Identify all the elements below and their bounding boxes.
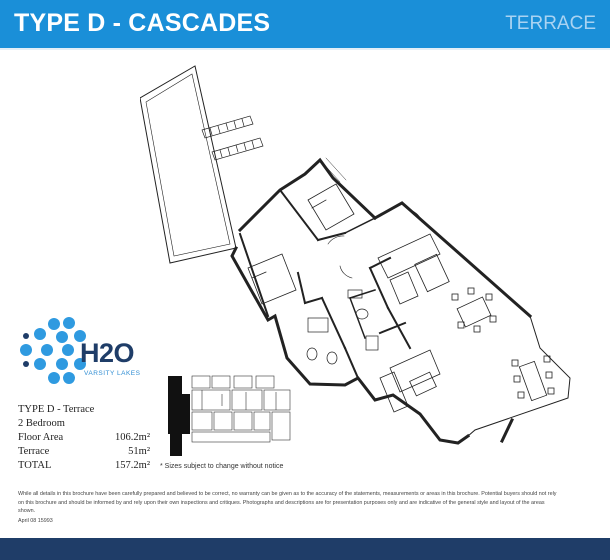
footer-bar — [0, 538, 610, 560]
floor-plan — [140, 65, 571, 445]
outdoor-dining-table — [511, 355, 555, 402]
logo-wordmark: H2O — [80, 338, 135, 368]
page-subtitle: TERRACE — [505, 13, 596, 34]
exterior-wall-north — [237, 157, 378, 233]
spec-label: TOTAL — [18, 460, 52, 471]
bathroom-2 — [326, 335, 379, 365]
sizes-note: * Sizes subject to change without notice — [160, 463, 284, 470]
spec-value: 106.2m² — [115, 432, 150, 443]
spec-label: Terrace — [18, 446, 50, 457]
logo-tagline: VARSITY LAKES — [84, 370, 141, 377]
reference-code: April 08 15993 — [18, 518, 53, 524]
exterior-wall-south — [230, 245, 471, 445]
h2o-logo-dots — [20, 317, 86, 384]
spec-bedrooms: 2 Bedroom — [18, 418, 65, 429]
spec-value: 157.2m² — [115, 460, 150, 471]
spec-row-terrace: Terrace 51m² — [18, 445, 150, 459]
balcony-outline — [467, 315, 571, 437]
spec-label: Floor Area — [18, 432, 64, 443]
header-divider — [0, 48, 610, 50]
spec-row-total: TOTAL 157.2m² — [18, 459, 150, 473]
spec-type: TYPE D - Terrace — [18, 404, 95, 415]
terrace-outline — [140, 65, 237, 264]
spec-row-floor-area: Floor Area 106.2m² — [18, 431, 150, 445]
bed-2 — [307, 183, 355, 231]
sun-lounger-1 — [201, 115, 254, 139]
sun-lounger-2 — [211, 137, 264, 161]
spec-value: 51m² — [128, 446, 150, 457]
terrace-inner-outline — [145, 73, 231, 257]
bed-1 — [247, 253, 297, 305]
header-bar: TYPE D - CASCADES TERRACE — [0, 0, 610, 48]
kitchen-bench — [377, 233, 450, 305]
key-plan — [168, 375, 291, 456]
specs-table: TYPE D - Terrace 2 Bedroom Floor Area 10… — [18, 403, 150, 473]
page-title: TYPE D - CASCADES — [14, 9, 271, 37]
disclaimer-text: While all details in this brochure have … — [18, 491, 557, 514]
dining-table — [451, 287, 497, 333]
exterior-wall-east — [372, 201, 533, 319]
bathroom-1 — [306, 289, 369, 361]
living-sofa — [379, 349, 441, 413]
